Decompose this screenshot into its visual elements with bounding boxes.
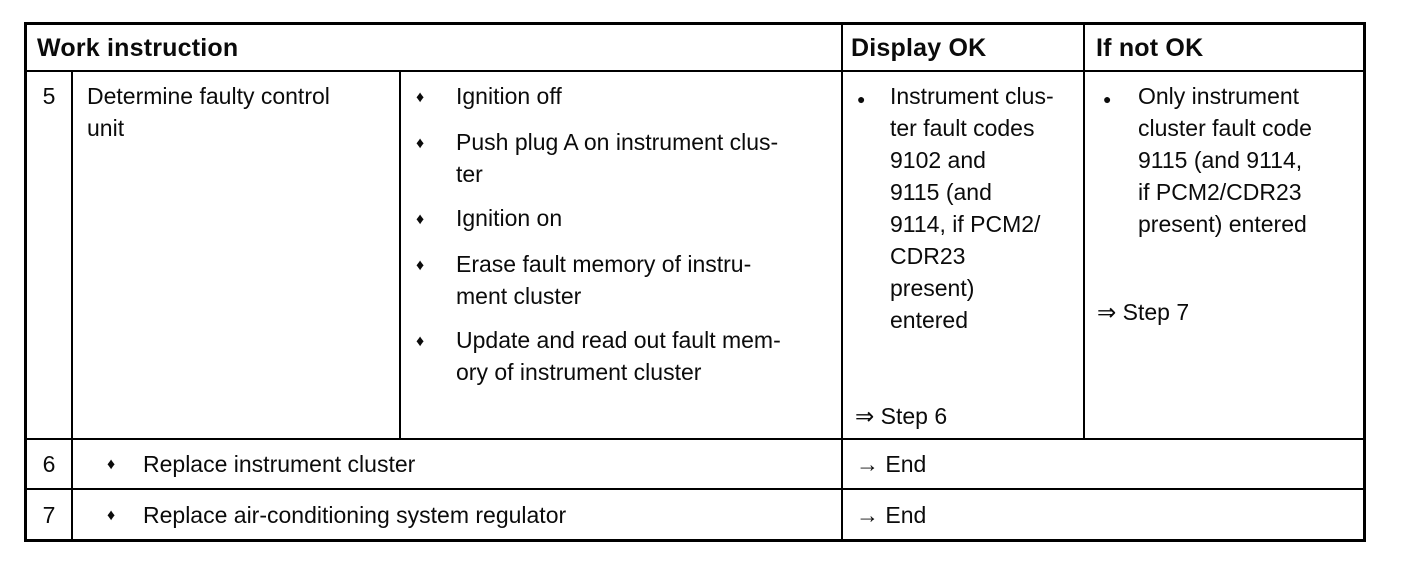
goto-step-6: ⇒ Step 6 bbox=[855, 403, 948, 429]
header-work-instruction-label: Work instruction bbox=[37, 33, 239, 62]
diamond-bullet-icon: ♦ bbox=[107, 506, 116, 524]
action-item: ♦ Update and read out fault mem- ory of … bbox=[401, 324, 841, 388]
step-number: 6 bbox=[42, 451, 56, 477]
step5-display-ok-cell: ● Instrument clus- ter fault codes 9102 … bbox=[843, 72, 1085, 440]
round-bullet-icon: ● bbox=[1103, 91, 1112, 107]
work-instruction-table: Work instruction Display OK If not OK 5 … bbox=[24, 22, 1366, 542]
if-not-ok-text: Only instrument cluster fault code 9115 … bbox=[1138, 83, 1312, 237]
end-result-text: → End bbox=[856, 501, 927, 528]
result-item: ● Instrument clus- ter fault codes 9102 … bbox=[843, 80, 1083, 336]
step-number: 5 bbox=[42, 83, 56, 109]
action-text: Replace air-conditioning system regulato… bbox=[143, 501, 567, 528]
diamond-bullet-icon: ♦ bbox=[416, 89, 425, 106]
action-text: Update and read out fault mem- ory of in… bbox=[456, 327, 781, 385]
step5-number-cell: 5 bbox=[27, 72, 73, 440]
action-item: ♦ Ignition off bbox=[401, 80, 841, 114]
diamond-bullet-icon: ♦ bbox=[416, 211, 425, 228]
step6-number-cell: 6 bbox=[27, 440, 73, 490]
step5-title-cell: Determine faulty control unit bbox=[73, 72, 401, 440]
action-text: Erase fault memory of instru- ment clust… bbox=[456, 251, 752, 309]
display-ok-text: Instrument clus- ter fault codes 9102 an… bbox=[890, 83, 1054, 333]
diamond-bullet-icon: ♦ bbox=[416, 257, 425, 274]
step5-title: Determine faulty control unit bbox=[87, 83, 330, 141]
header-display-ok: Display OK bbox=[843, 25, 1085, 72]
step6-result-cell: → End bbox=[843, 440, 1363, 490]
step6-action-cell: ♦ Replace instrument cluster bbox=[73, 440, 843, 490]
header-display-ok-label: Display OK bbox=[851, 33, 987, 62]
diamond-bullet-icon: ♦ bbox=[107, 456, 116, 473]
result-item: ● Only instrument cluster fault code 911… bbox=[1085, 80, 1363, 240]
step-number: 7 bbox=[42, 501, 56, 528]
step7-number-cell: 7 bbox=[27, 490, 73, 539]
header-if-not-ok: If not OK bbox=[1085, 25, 1363, 72]
round-bullet-icon: ● bbox=[857, 91, 866, 107]
step7-result-cell: → End bbox=[843, 490, 1363, 539]
diamond-bullet-icon: ♦ bbox=[416, 135, 425, 152]
action-text: Ignition off bbox=[456, 83, 562, 109]
action-item: ♦ Ignition on bbox=[401, 202, 841, 236]
step5-actions-cell: ♦ Ignition off ♦ Push plug A on instrume… bbox=[401, 72, 843, 440]
action-item: ♦ Push plug A on instrument clus- ter bbox=[401, 126, 841, 190]
step7-action-cell: ♦ Replace air-conditioning system regula… bbox=[73, 490, 843, 539]
action-text: Ignition on bbox=[456, 205, 563, 231]
step5-if-not-ok-cell: ● Only instrument cluster fault code 911… bbox=[1085, 72, 1363, 440]
action-text: Replace instrument cluster bbox=[143, 451, 416, 477]
action-item: ♦ Erase fault memory of instru- ment clu… bbox=[401, 248, 841, 312]
end-result-text: → End bbox=[856, 451, 927, 477]
goto-step-7: ⇒ Step 7 bbox=[1097, 299, 1190, 325]
action-text: Push plug A on instrument clus- ter bbox=[456, 129, 779, 187]
header-work-instruction: Work instruction bbox=[27, 25, 843, 72]
header-if-not-ok-label: If not OK bbox=[1096, 33, 1204, 62]
diamond-bullet-icon: ♦ bbox=[416, 333, 425, 350]
